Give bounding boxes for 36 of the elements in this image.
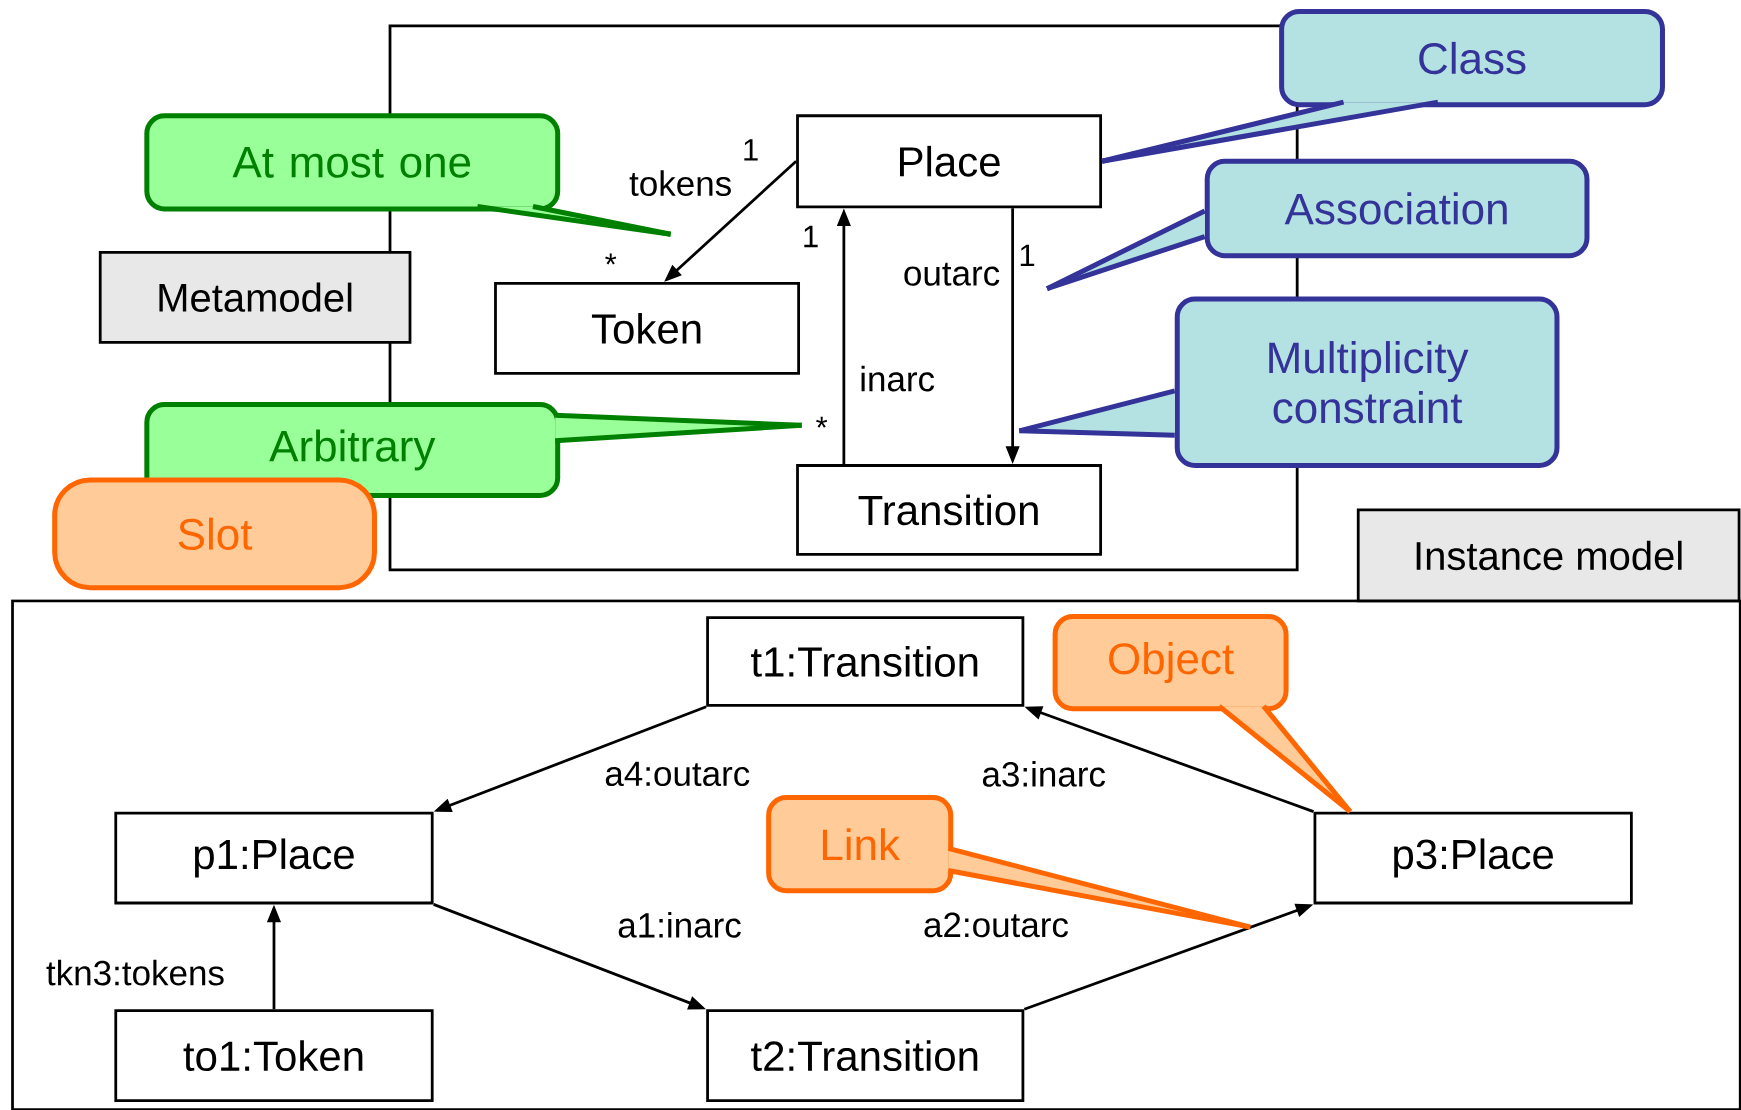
callout-bubble: Slot [52, 477, 377, 590]
class-box: Token [494, 281, 800, 375]
object-box: t1:Transition [706, 616, 1025, 707]
edge-label: a3:inarc [980, 759, 1107, 788]
callout-pointer [1045, 208, 1206, 291]
multiplicity-label: 1 [744, 139, 758, 161]
class-box: Transition [796, 463, 1103, 556]
multiplicity-label: 1 [804, 225, 818, 247]
class-box: Place [796, 114, 1103, 209]
multiplicity-label: 1 [1020, 244, 1035, 266]
callout-bubble: Multiplicity constraint [1174, 296, 1560, 468]
callout-bubble: Object [1052, 613, 1289, 712]
object-box: t2:Transition [706, 1009, 1025, 1102]
callout-bubble: Link [766, 794, 954, 894]
edge-label: tokens [628, 169, 734, 197]
edge-label: outarc [901, 261, 1002, 287]
edge-label: inarc [858, 364, 937, 393]
frame-label: Instance model [1356, 508, 1741, 603]
edge-label: a2:outarc [922, 911, 1070, 939]
callout-pointer [1018, 388, 1176, 438]
edge-label: tkn3:tokens [44, 958, 226, 987]
multiplicity-label: * [605, 253, 617, 265]
callout-bubble: Class [1279, 8, 1665, 107]
callout-pointer [1217, 704, 1353, 814]
object-box: p3:Place [1313, 811, 1633, 905]
object-box: to1:Token [114, 1009, 434, 1102]
callout-pointer [1101, 99, 1439, 164]
object-box: p1:Place [114, 811, 434, 905]
edge-label: a4:outarc [603, 760, 752, 787]
multiplicity-label: * [816, 416, 828, 428]
callout-pointer [477, 203, 672, 237]
callout-bubble: Association [1204, 158, 1590, 258]
edge-label: a1:inarc [616, 910, 743, 939]
frame-label: Metamodel [98, 250, 412, 344]
callout-pointer [555, 412, 802, 444]
callout-bubble: Arbitrary [144, 401, 561, 498]
